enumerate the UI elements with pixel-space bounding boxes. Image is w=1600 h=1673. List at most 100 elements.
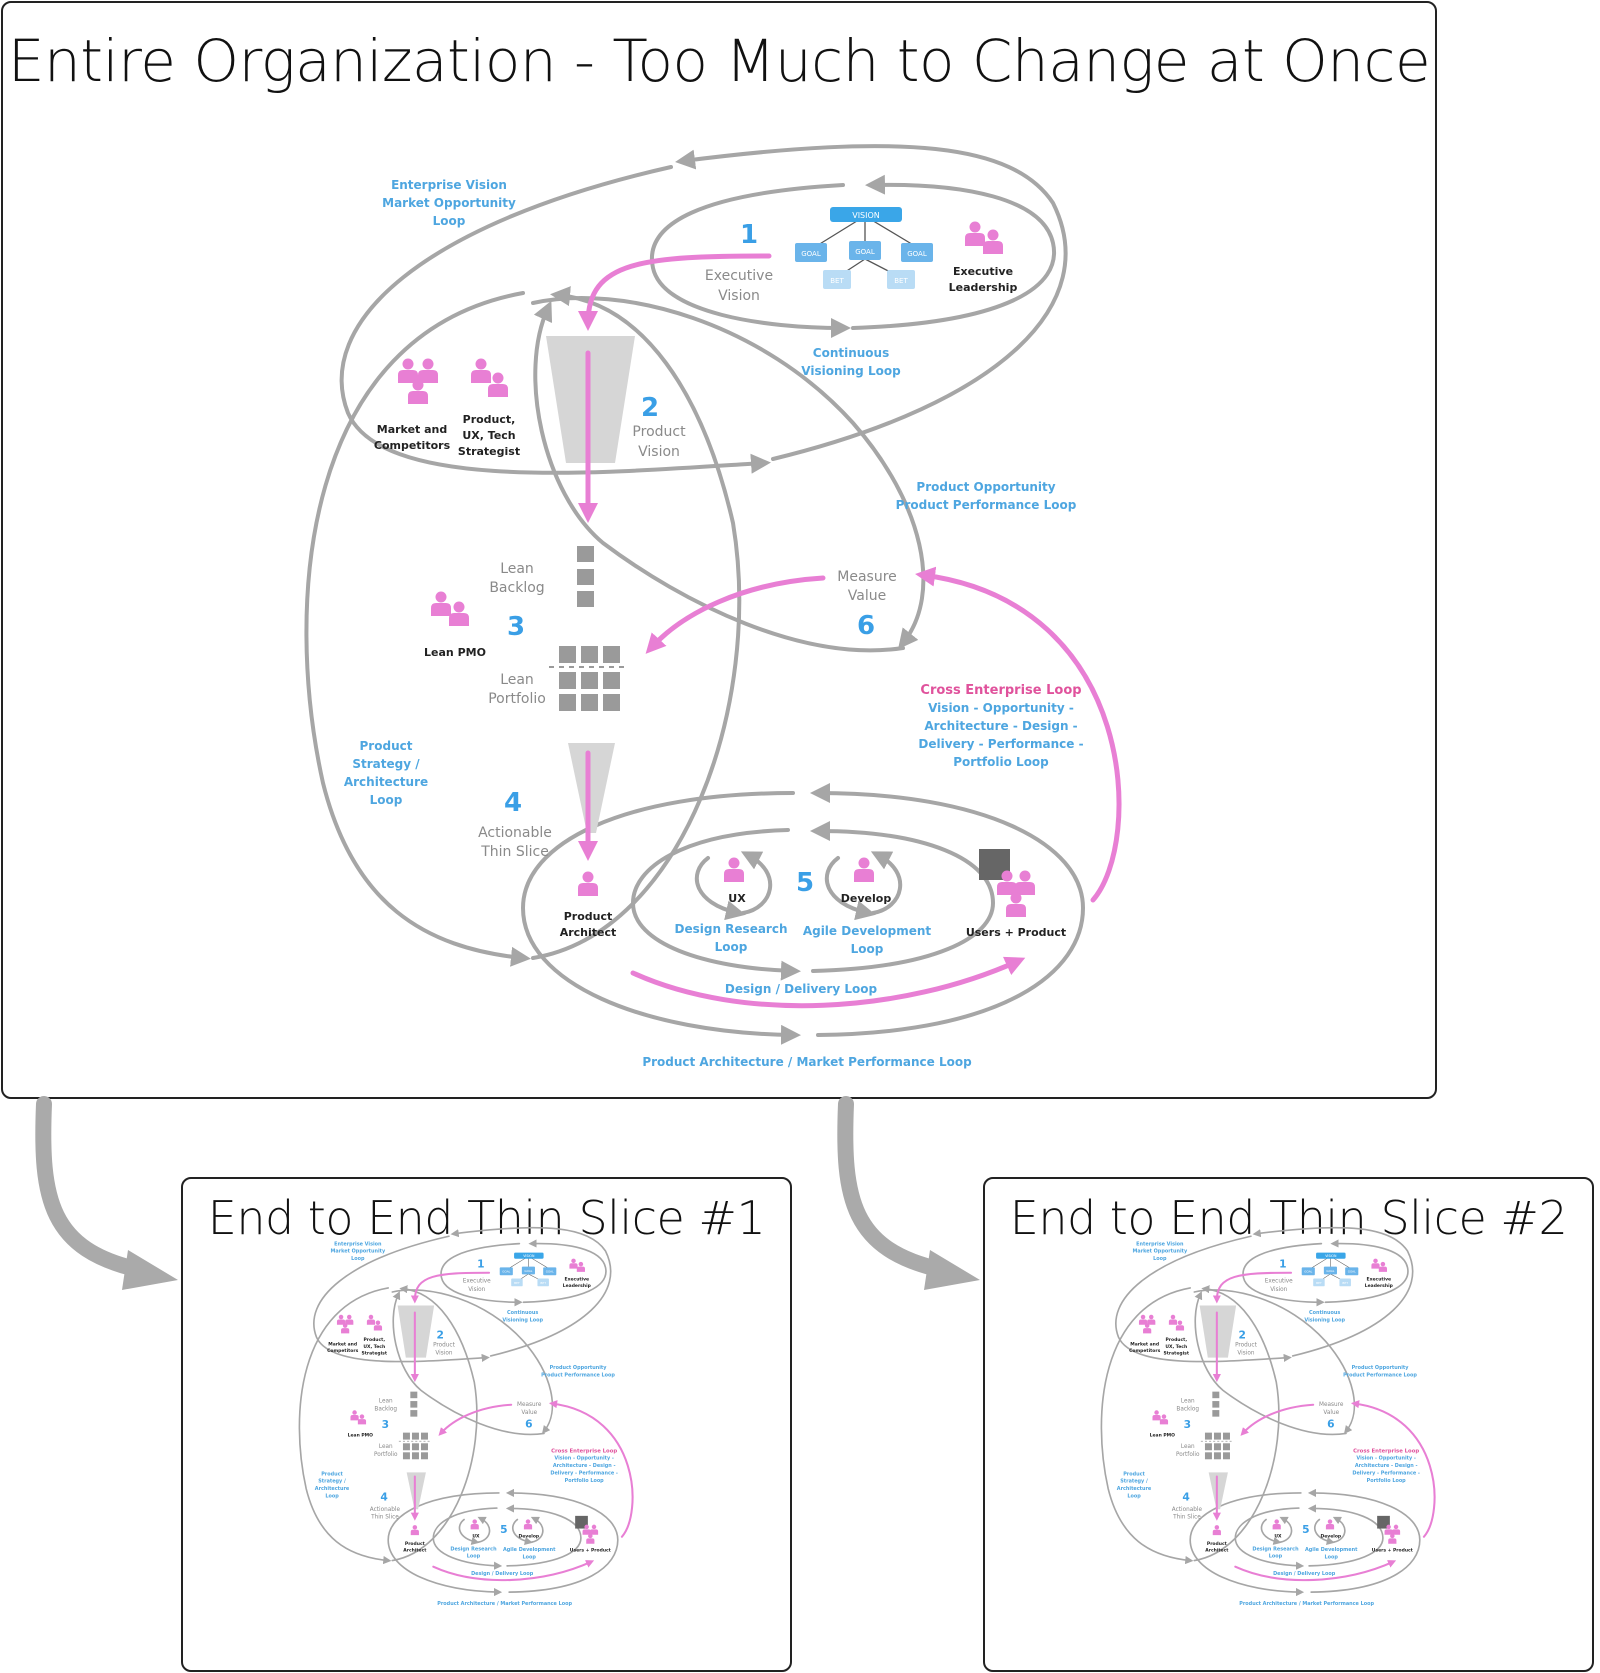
svg-text:Executive: Executive bbox=[565, 1277, 590, 1283]
thin-slice-1-diagram: VISION GOAL GOAL GOAL BET BET bbox=[183, 1179, 764, 1619]
svg-text:Vision: Vision bbox=[468, 1287, 485, 1293]
svg-text:Architecture: Architecture bbox=[315, 1486, 350, 1492]
ux-person-icon bbox=[724, 857, 744, 882]
strategy-loop-right bbox=[391, 1285, 478, 1562]
svg-text:GOAL: GOAL bbox=[1348, 1270, 1356, 1274]
step-numbers: 1 2 3 4 5 6 bbox=[380, 1257, 532, 1536]
step-labels: Executive Vision Product Vision Lean Bac… bbox=[370, 1279, 542, 1521]
enterprise-loop-right bbox=[450, 1226, 612, 1357]
architecture-market-loop-bottom bbox=[1189, 1492, 1305, 1597]
measure-to-portfolio-arrow bbox=[1240, 1403, 1315, 1436]
vision-to-product-arrow bbox=[578, 253, 772, 331]
vision-tree: VISION GOAL GOAL GOAL BET BET bbox=[499, 1252, 557, 1287]
design-delivery-loop-bottom bbox=[1234, 1507, 1305, 1570]
svg-text:Market Opportunity: Market Opportunity bbox=[382, 196, 516, 210]
svg-text:Product,: Product, bbox=[363, 1337, 385, 1343]
svg-text:BET: BET bbox=[1316, 1281, 1322, 1285]
svg-text:Product: Product bbox=[1123, 1471, 1145, 1477]
bet-node bbox=[537, 1278, 549, 1287]
lean-backlog-blocks bbox=[577, 546, 594, 607]
lean-portfolio-blocks bbox=[1200, 1432, 1233, 1460]
arrow-to-slice-2 bbox=[837, 1096, 950, 1278]
svg-text:Develop: Develop bbox=[841, 892, 892, 905]
svg-text:GOAL: GOAL bbox=[524, 1269, 532, 1273]
step-1-number: 1 bbox=[740, 220, 758, 250]
svg-text:Loop: Loop bbox=[1127, 1493, 1141, 1499]
svg-text:Loop: Loop bbox=[1269, 1554, 1283, 1560]
svg-text:Vision: Vision bbox=[1270, 1287, 1287, 1293]
svg-text:Design / Delivery Loop: Design / Delivery Loop bbox=[725, 982, 878, 996]
design-delivery-loop-top bbox=[505, 1504, 582, 1567]
svg-text:Strategy /: Strategy / bbox=[352, 757, 420, 771]
svg-text:Product Architecture / Market: Product Architecture / Market Performanc… bbox=[642, 1055, 972, 1069]
svg-text:Product Opportunity: Product Opportunity bbox=[1352, 1365, 1410, 1371]
svg-text:Product Architecture / Market: Product Architecture / Market Performanc… bbox=[437, 1601, 572, 1607]
step-6-number: 6 bbox=[857, 611, 875, 641]
goal-node bbox=[521, 1266, 535, 1275]
svg-text:Continuous: Continuous bbox=[1309, 1310, 1340, 1316]
svg-text:Product: Product bbox=[433, 1343, 456, 1349]
svg-text:Loop: Loop bbox=[1153, 1256, 1167, 1262]
svg-text:Measure: Measure bbox=[837, 569, 897, 585]
svg-text:Portfolio: Portfolio bbox=[374, 1452, 398, 1458]
architecture-market-loop-top bbox=[505, 1488, 619, 1593]
svg-text:Architecture: Architecture bbox=[344, 775, 428, 789]
develop-person-icon bbox=[1325, 1519, 1335, 1530]
product-opportunity-loop-return bbox=[392, 1291, 545, 1436]
bet-node bbox=[887, 270, 915, 289]
svg-text:Thin Slice: Thin Slice bbox=[1172, 1515, 1201, 1521]
svg-text:Thin Slice: Thin Slice bbox=[480, 844, 549, 860]
svg-text:Agile Development: Agile Development bbox=[1305, 1547, 1358, 1553]
svg-text:Executive: Executive bbox=[953, 265, 1013, 278]
enterprise-loop-left bbox=[1115, 1235, 1292, 1363]
develop-loop-left bbox=[1313, 1518, 1335, 1546]
vision-tree: VISION GOAL GOAL GOAL BET BET bbox=[795, 207, 933, 289]
loops-diagram: VISION GOAL GOAL GOAL BET BET bbox=[298, 1226, 634, 1607]
loop-labels: Enterprise Vision Market Opportunity Loo… bbox=[315, 1241, 618, 1607]
architecture-market-loop-bottom bbox=[520, 791, 801, 1045]
svg-text:Portfolio: Portfolio bbox=[1176, 1452, 1200, 1458]
vision-to-product-arrow bbox=[410, 1271, 491, 1304]
ux-loop-right bbox=[1279, 1516, 1293, 1543]
svg-text:Cross Enterprise Loop: Cross Enterprise Loop bbox=[551, 1448, 617, 1454]
lean-pmo-icon bbox=[431, 591, 469, 626]
thin-slice-1-panel: End to End Thin Slice #1 bbox=[181, 1177, 792, 1672]
svg-text:Product: Product bbox=[1207, 1541, 1228, 1547]
svg-text:Vision: Vision bbox=[1237, 1351, 1254, 1357]
svg-text:UX, Tech: UX, Tech bbox=[363, 1344, 385, 1350]
svg-text:VISION: VISION bbox=[523, 1254, 535, 1258]
svg-text:Executive: Executive bbox=[1367, 1277, 1392, 1283]
svg-text:Lean: Lean bbox=[1181, 1399, 1195, 1405]
step-2-number: 2 bbox=[437, 1328, 444, 1341]
strategy-loop-left bbox=[298, 1287, 392, 1565]
vision-node bbox=[1316, 1252, 1346, 1259]
svg-text:BET: BET bbox=[830, 277, 844, 285]
loops-diagram: VISION GOAL GOAL GOAL BET BET bbox=[1100, 1226, 1436, 1607]
svg-text:Market and: Market and bbox=[328, 1341, 357, 1347]
svg-text:Delivery - Performance -: Delivery - Performance - bbox=[550, 1470, 618, 1476]
step-3-number: 3 bbox=[507, 612, 525, 642]
lean-backlog-blocks bbox=[1212, 1391, 1220, 1417]
develop-loop-right bbox=[870, 851, 903, 915]
goal-node bbox=[1301, 1267, 1315, 1276]
svg-text:Architecture: Architecture bbox=[1117, 1486, 1152, 1492]
ux-person-icon bbox=[470, 1519, 479, 1530]
thin-slice-funnel bbox=[1208, 1472, 1228, 1510]
step-4-number: 4 bbox=[1182, 1490, 1189, 1503]
svg-text:Loop: Loop bbox=[523, 1555, 537, 1561]
thin-slice-2-diagram: VISION GOAL GOAL GOAL BET BET bbox=[985, 1179, 1566, 1619]
cross-enterprise-arrow bbox=[915, 566, 1122, 903]
ux-loop-left bbox=[694, 856, 746, 921]
goal-node bbox=[543, 1267, 557, 1276]
svg-text:Product,: Product, bbox=[1165, 1337, 1187, 1343]
develop-loop-right bbox=[1332, 1516, 1346, 1543]
svg-text:Enterprise Vision: Enterprise Vision bbox=[391, 178, 507, 192]
bet-node bbox=[1313, 1278, 1325, 1287]
market-competitors-icon bbox=[1138, 1314, 1156, 1334]
product-opportunity-loop-return bbox=[1194, 1291, 1347, 1436]
design-delivery-arrow bbox=[432, 1560, 595, 1582]
svg-text:Product: Product bbox=[564, 910, 613, 923]
svg-text:Continuous: Continuous bbox=[813, 346, 889, 360]
goal-node bbox=[1323, 1266, 1337, 1275]
design-delivery-loop-bottom bbox=[630, 828, 801, 981]
